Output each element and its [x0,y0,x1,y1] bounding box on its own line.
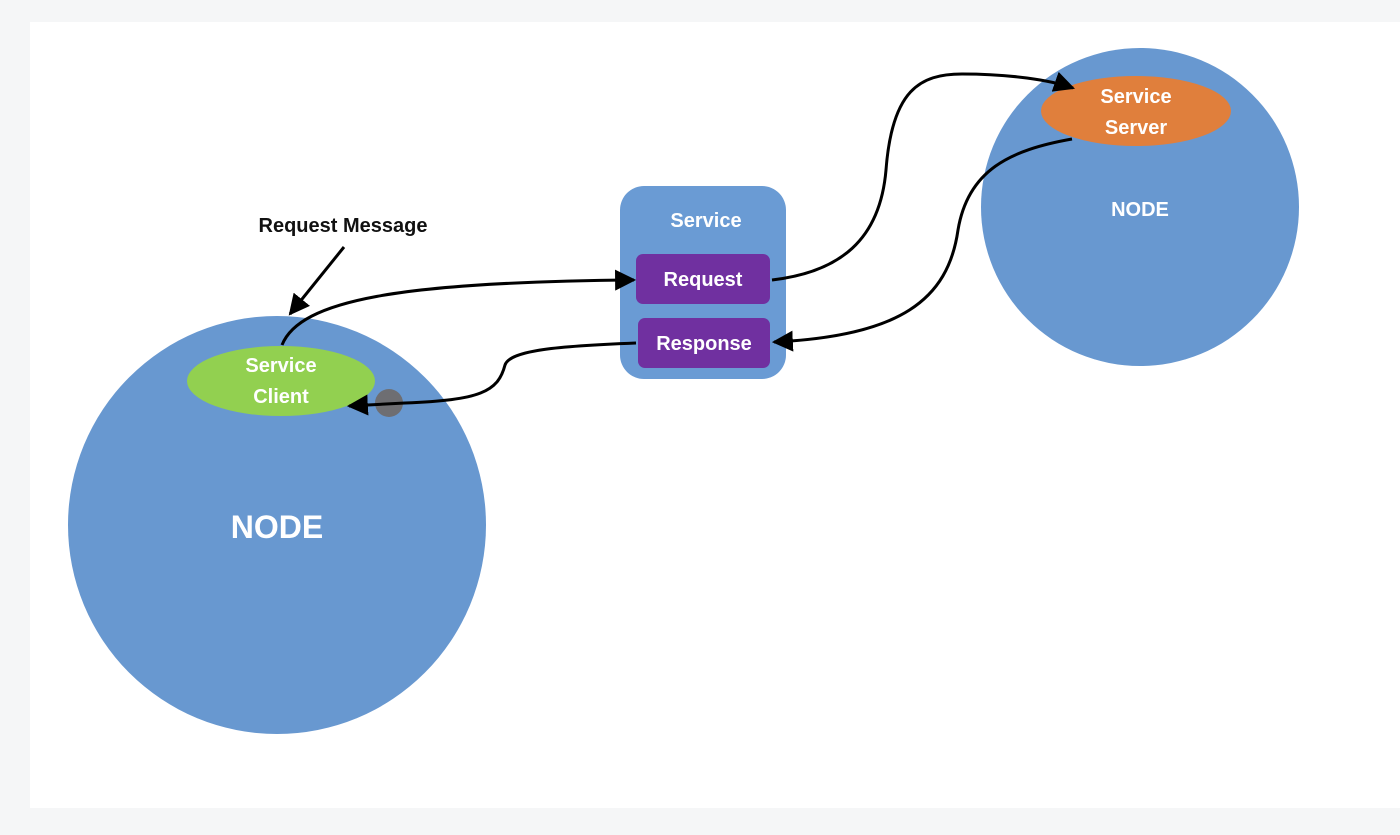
client-to-request-arrow [280,269,637,346]
response-to-client-arrow [346,341,637,416]
response-label: Response [656,333,752,355]
request-message-annotation: Request Message [259,215,428,237]
service-client-label-line1: Service [245,355,316,377]
service-server-label-line2: Server [1105,117,1167,139]
left-node-circle [68,316,486,734]
request-to-server-arrow [771,71,1075,282]
service-client-label-line2: Client [253,386,309,408]
request-label: Request [664,269,743,291]
left-node-label: NODE [231,509,323,545]
request-message-pointer-arrow [288,246,346,316]
service-client-ellipse [187,346,375,416]
right-node-label: NODE [1111,199,1169,221]
service-title: Service [670,210,741,232]
server-to-response-arrow [771,137,1073,352]
service-server-label-line1: Service [1100,86,1171,108]
service-server-ellipse [1041,76,1231,146]
response-block [638,318,770,368]
request-block [636,254,770,304]
